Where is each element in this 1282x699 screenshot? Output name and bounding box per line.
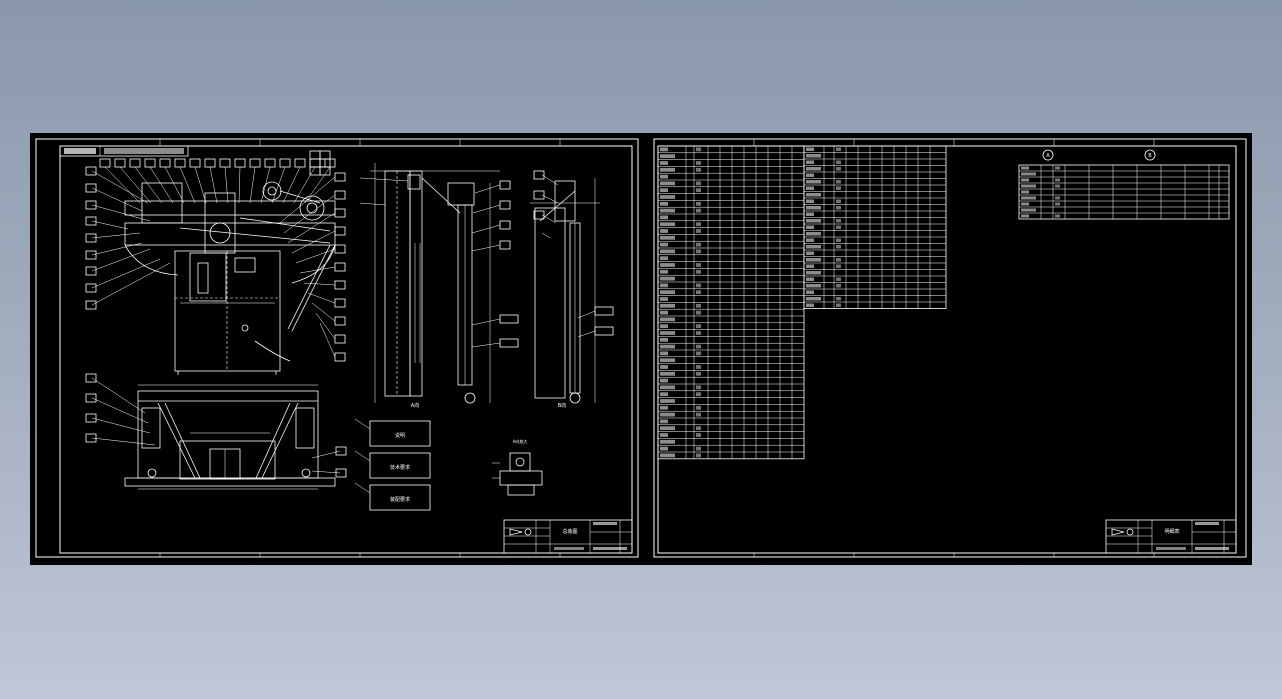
bottom-plan-view <box>124 384 336 490</box>
bottom-view-leaders <box>91 377 341 474</box>
right-view-label: B向 <box>558 402 566 409</box>
cad-drawing: A向 B向 <box>35 138 1247 558</box>
left-sheet-inner-frame <box>59 145 633 554</box>
left-title-block-name: 总装图 <box>562 528 577 535</box>
side-view-label: A向 <box>411 402 419 409</box>
front-view-leaders-right <box>279 150 346 362</box>
right-view-balloons <box>533 170 614 336</box>
note-3: 装配要求 <box>390 496 410 503</box>
view-markers <box>1042 149 1156 161</box>
left-sheet: A向 B向 <box>35 138 639 558</box>
view-marker-b <box>1144 149 1156 161</box>
parts-list-table-2 <box>803 145 947 309</box>
parts-list-table-1 <box>657 145 805 460</box>
right-sheet: A B 明细表 <box>653 138 1247 558</box>
bottom-view-balloons <box>85 373 347 478</box>
right-title-block <box>1105 519 1237 554</box>
notes-boxes <box>354 418 431 511</box>
left-title-block <box>503 519 633 554</box>
left-sheet-outer-frame <box>35 138 639 558</box>
view-marker-b-label: B <box>1148 153 1152 159</box>
view-marker-a-label: A <box>1046 153 1050 159</box>
front-view-leaders-left <box>91 170 171 306</box>
right-view-leaders <box>541 174 596 338</box>
right-sheet-zone-ticks <box>753 139 1155 557</box>
note-1: 说明 <box>395 432 405 439</box>
note-2: 技术要求 <box>390 464 410 471</box>
right-sheet-outer-frame <box>653 138 1247 558</box>
front-view-balloons-left <box>85 166 97 310</box>
left-header-table <box>59 145 189 157</box>
right-title-block-name: 明细表 <box>1164 528 1179 535</box>
cad-drawing-viewport[interactable]: A向 B向 <box>30 133 1252 565</box>
right-view-tall <box>530 178 600 404</box>
side-view-leaders <box>359 177 501 348</box>
front-view-leaders-top <box>99 158 336 204</box>
detail-view-label: A向放大 <box>513 438 528 444</box>
view-marker-a <box>1042 149 1054 161</box>
side-view-balloons <box>499 180 519 348</box>
left-sheet-zone-ticks <box>159 139 561 557</box>
front-view-assembly <box>124 181 336 375</box>
side-view-tall <box>370 163 500 404</box>
detail-view <box>492 452 543 496</box>
revision-table <box>1018 164 1230 220</box>
